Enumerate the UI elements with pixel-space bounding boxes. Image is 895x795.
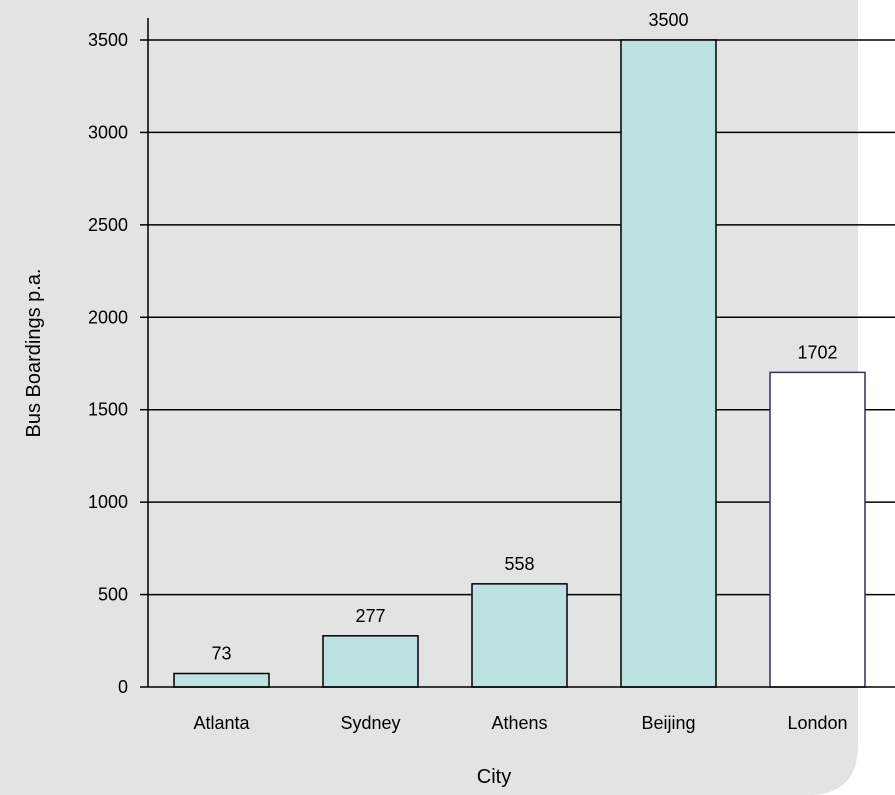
y-axis-title: Bus Boardings p.a.	[23, 269, 45, 438]
data-label-atlanta: 73	[211, 644, 231, 664]
x-category-label: Beijing	[641, 713, 695, 733]
axes	[147, 18, 895, 688]
y-tick-label: 500	[98, 585, 128, 605]
y-tick-label: 2500	[88, 215, 128, 235]
data-labels: 73 277 558 3500 1702	[211, 10, 837, 664]
y-tick-label: 3000	[88, 122, 128, 142]
bar-beijing	[620, 39, 717, 688]
y-tick-label: 1500	[88, 400, 128, 420]
data-label-beijing: 3500	[648, 10, 688, 30]
x-category-labels: Atlanta Sydney Athens Beijing London	[193, 713, 847, 733]
x-category-label: Sydney	[340, 713, 400, 733]
y-tick-label: 0	[118, 677, 128, 697]
bar-london	[769, 371, 866, 688]
x-category-label: London	[787, 713, 847, 733]
y-tick-label: 2000	[88, 307, 128, 327]
x-axis-title: City	[477, 766, 511, 788]
gridlines	[148, 39, 895, 596]
y-tick-label: 3500	[88, 30, 128, 50]
data-label-athens: 558	[504, 554, 534, 574]
data-label-london: 1702	[797, 342, 837, 362]
data-label-sydney: 277	[355, 606, 385, 626]
x-category-label: Athens	[491, 713, 547, 733]
y-tick-label: 1000	[88, 492, 128, 512]
bar-athens	[471, 583, 568, 688]
x-category-label: Atlanta	[193, 713, 250, 733]
chart-background	[0, 0, 858, 795]
y-tick-labels: 0 500 1000 1500 2000 2500 3000 3500	[88, 30, 148, 697]
bar-atlanta	[173, 672, 270, 688]
bar-sydney	[322, 635, 419, 688]
